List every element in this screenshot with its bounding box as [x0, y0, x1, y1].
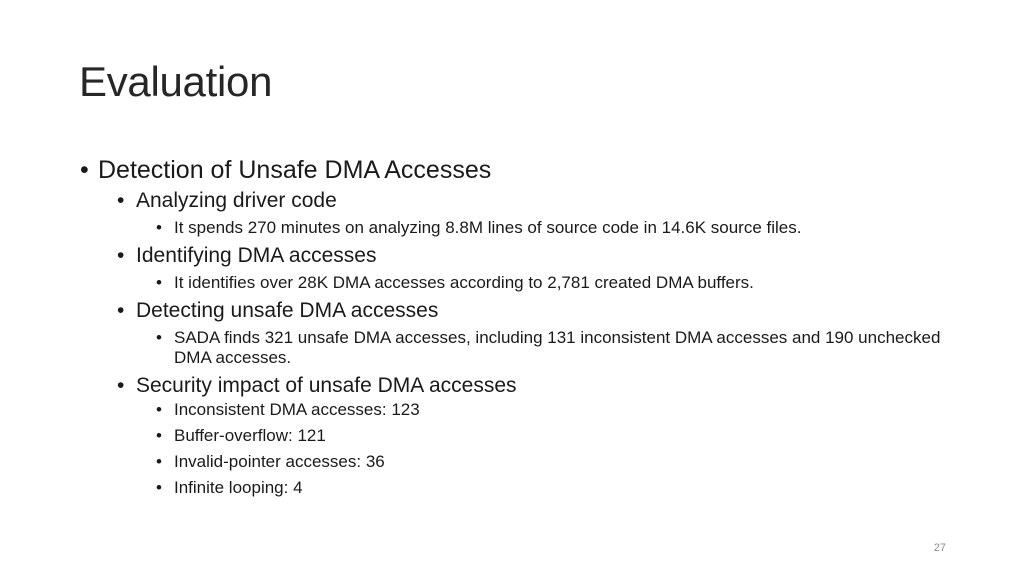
- bullet-level2: • Analyzing driver code: [80, 187, 960, 215]
- item-detail: SADA finds 321 unsafe DMA accesses, incl…: [174, 328, 941, 367]
- bullet-level2: • Identifying DMA accesses: [80, 242, 960, 270]
- page-number: 27: [933, 542, 946, 554]
- bullet-dot-icon: •: [117, 374, 125, 397]
- item-label: Detecting unsafe DMA accesses: [136, 299, 439, 322]
- bullet-level3: • Infinite looping: 4: [80, 478, 960, 498]
- bullet-level2: • Detecting unsafe DMA accesses: [80, 297, 960, 325]
- item-label: Analyzing driver code: [136, 189, 337, 212]
- bullet-list: • Detection of Unsafe DMA Accesses • Analy…: [80, 153, 960, 504]
- slide-title: Evaluation: [79, 58, 273, 105]
- item-detail: Buffer-overflow: 121: [174, 426, 326, 445]
- item-detail: Infinite looping: 4: [174, 478, 303, 497]
- bullet-level3: • Buffer-overflow: 121: [80, 426, 960, 446]
- bullet-dot-icon: •: [156, 273, 162, 292]
- bullet-level3: • It identifies over 28K DMA accesses acc…: [80, 273, 960, 293]
- item-detail: It identifies over 28K DMA accesses acco…: [174, 273, 754, 292]
- section-heading: Detection of Unsafe DMA Accesses: [98, 156, 492, 184]
- bullet-level1: • Detection of Unsafe DMA Accesses: [80, 153, 960, 187]
- bullet-dot-icon: •: [156, 426, 162, 445]
- bullet-level2: • Security impact of unsafe DMA accesses: [80, 372, 960, 400]
- bullet-dot-icon: •: [156, 218, 162, 237]
- item-detail: Inconsistent DMA accesses: 123: [174, 400, 420, 419]
- item-detail: It spends 270 minutes on analyzing 8.8M …: [174, 218, 802, 237]
- bullet-dot-icon: •: [117, 244, 125, 267]
- bullet-dot-icon: •: [117, 299, 125, 322]
- bullet-level3: • SADA finds 321 unsafe DMA accesses, inc…: [80, 328, 960, 368]
- bullet-dot-icon: •: [156, 452, 162, 471]
- bullet-level3: • Invalid-pointer accesses: 36: [80, 452, 960, 472]
- bullet-level3: • Inconsistent DMA accesses: 123: [80, 400, 960, 420]
- bullet-dot-icon: •: [156, 478, 162, 497]
- item-detail: Invalid-pointer accesses: 36: [174, 452, 385, 471]
- bullet-dot-icon: •: [156, 400, 162, 419]
- bullet-dot-icon: •: [117, 189, 125, 212]
- item-label: Security impact of unsafe DMA accesses: [136, 374, 517, 397]
- bullet-dot-icon: •: [80, 156, 89, 184]
- item-label: Identifying DMA accesses: [136, 244, 377, 267]
- bullet-dot-icon: •: [156, 328, 162, 347]
- bullet-level3: • It spends 270 minutes on analyzing 8.8M…: [80, 218, 960, 238]
